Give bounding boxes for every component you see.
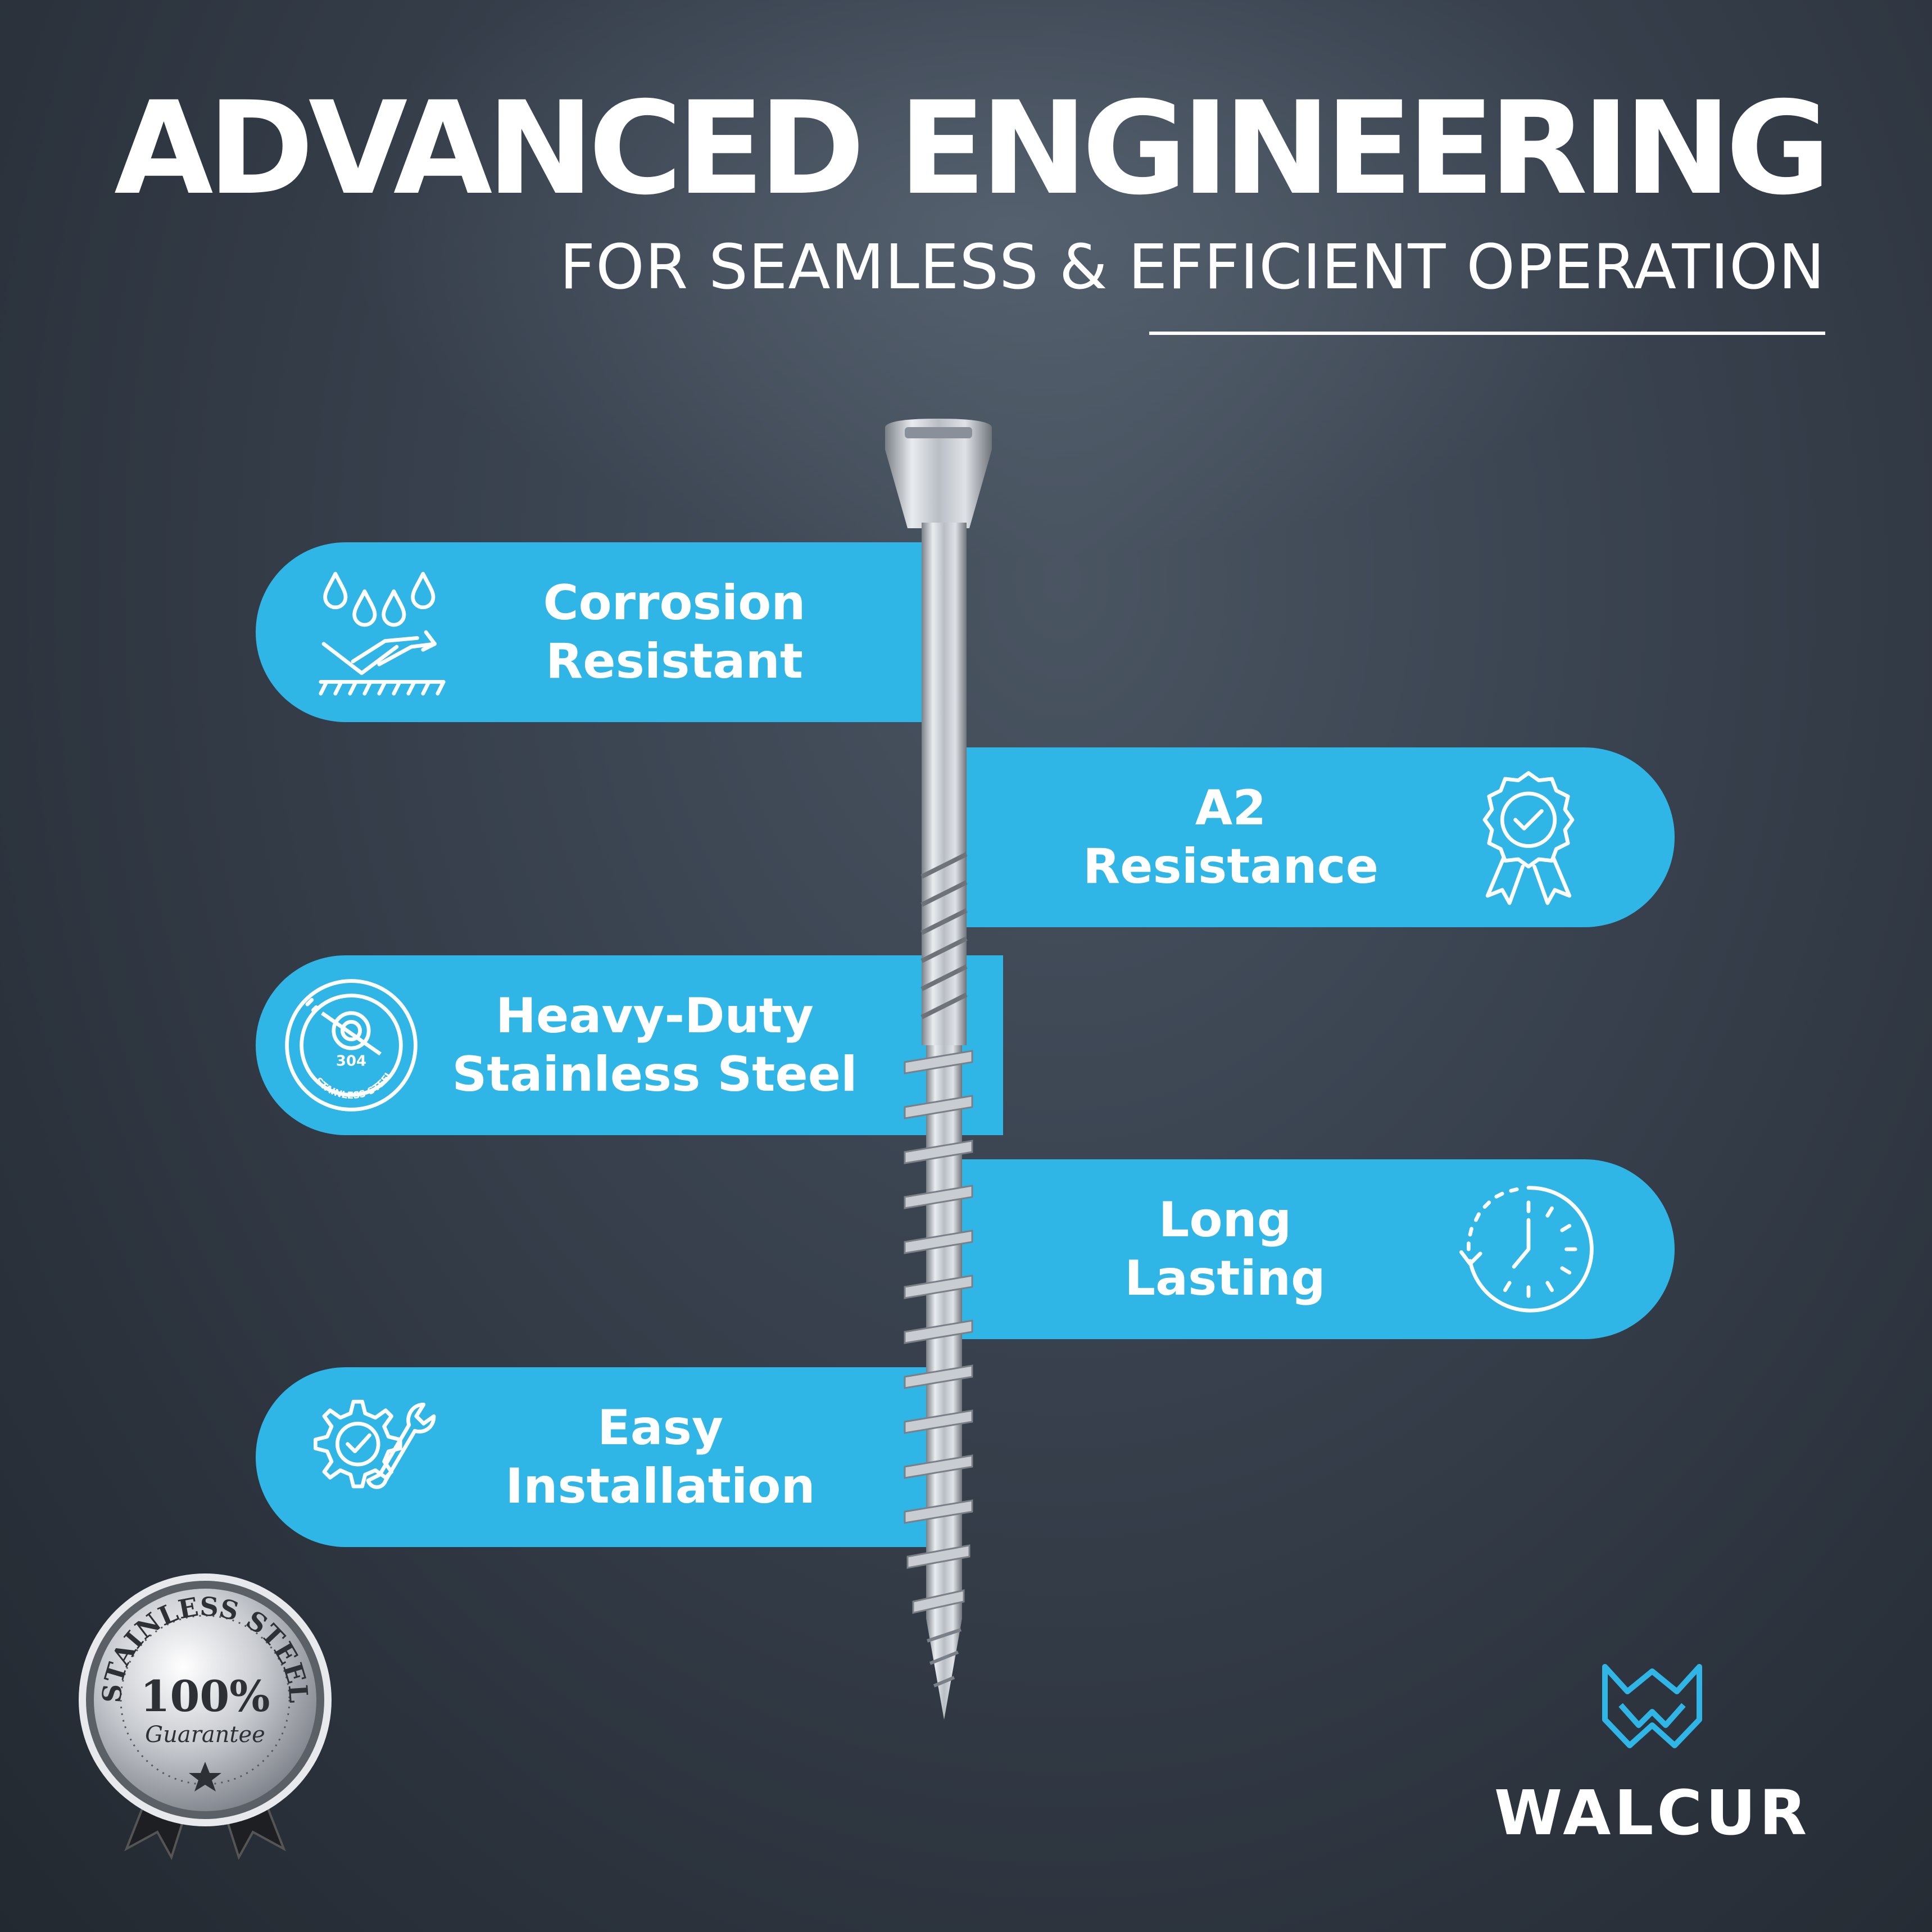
feature-corrosion-resistant: Corrosion Resistant (256, 542, 936, 722)
svg-text:STAINLESS STEEL: STAINLESS STEEL (313, 1068, 395, 1101)
feature-label: Easy Installation (505, 1400, 815, 1514)
gear-wrench-icon (314, 1399, 436, 1489)
feature-label: Long Lasting (1124, 1192, 1326, 1307)
svg-text:304: 304 (336, 1053, 366, 1069)
subheadline: FOR SEAMLESS & EFFICIENT OPERATION (559, 231, 1825, 303)
feature-label: Corrosion Resistant (543, 575, 806, 690)
brand-name: WALCUR (1494, 1777, 1811, 1849)
walcur-logo-icon (1602, 1664, 1702, 1748)
seal-percent: 100% (140, 1671, 270, 1721)
screw-image (885, 419, 992, 1720)
stainless-steel-304-icon: 304 STAINLESS STEEL (285, 979, 418, 1112)
feature-heavy-duty-stainless-steel: 304 STAINLESS STEEL Heavy-Duty Stainless… (256, 955, 1003, 1135)
water-drops-shield-icon (319, 572, 446, 696)
feature-a2-resistance: A2 Resistance (927, 747, 1675, 927)
feature-easy-installation: Easy Installation (256, 1367, 936, 1547)
award-badge-icon (1482, 771, 1575, 905)
seal-guarantee-text: Guarantee (145, 1722, 265, 1748)
brand-logo: WALCUR (1472, 1658, 1832, 1849)
feature-label: Heavy-Duty Stainless Steel (452, 988, 858, 1103)
underline-rule (1149, 332, 1825, 335)
feature-label: A2 Resistance (1082, 780, 1379, 895)
headline: ADVANCED ENGINEERING (114, 74, 1831, 223)
feature-long-lasting: Long Lasting (927, 1159, 1675, 1339)
clock-icon (1459, 1186, 1594, 1313)
guarantee-seal: STAINLESS STEEL 100% Guarantee (79, 1573, 332, 1860)
star-icon (189, 1762, 221, 1792)
